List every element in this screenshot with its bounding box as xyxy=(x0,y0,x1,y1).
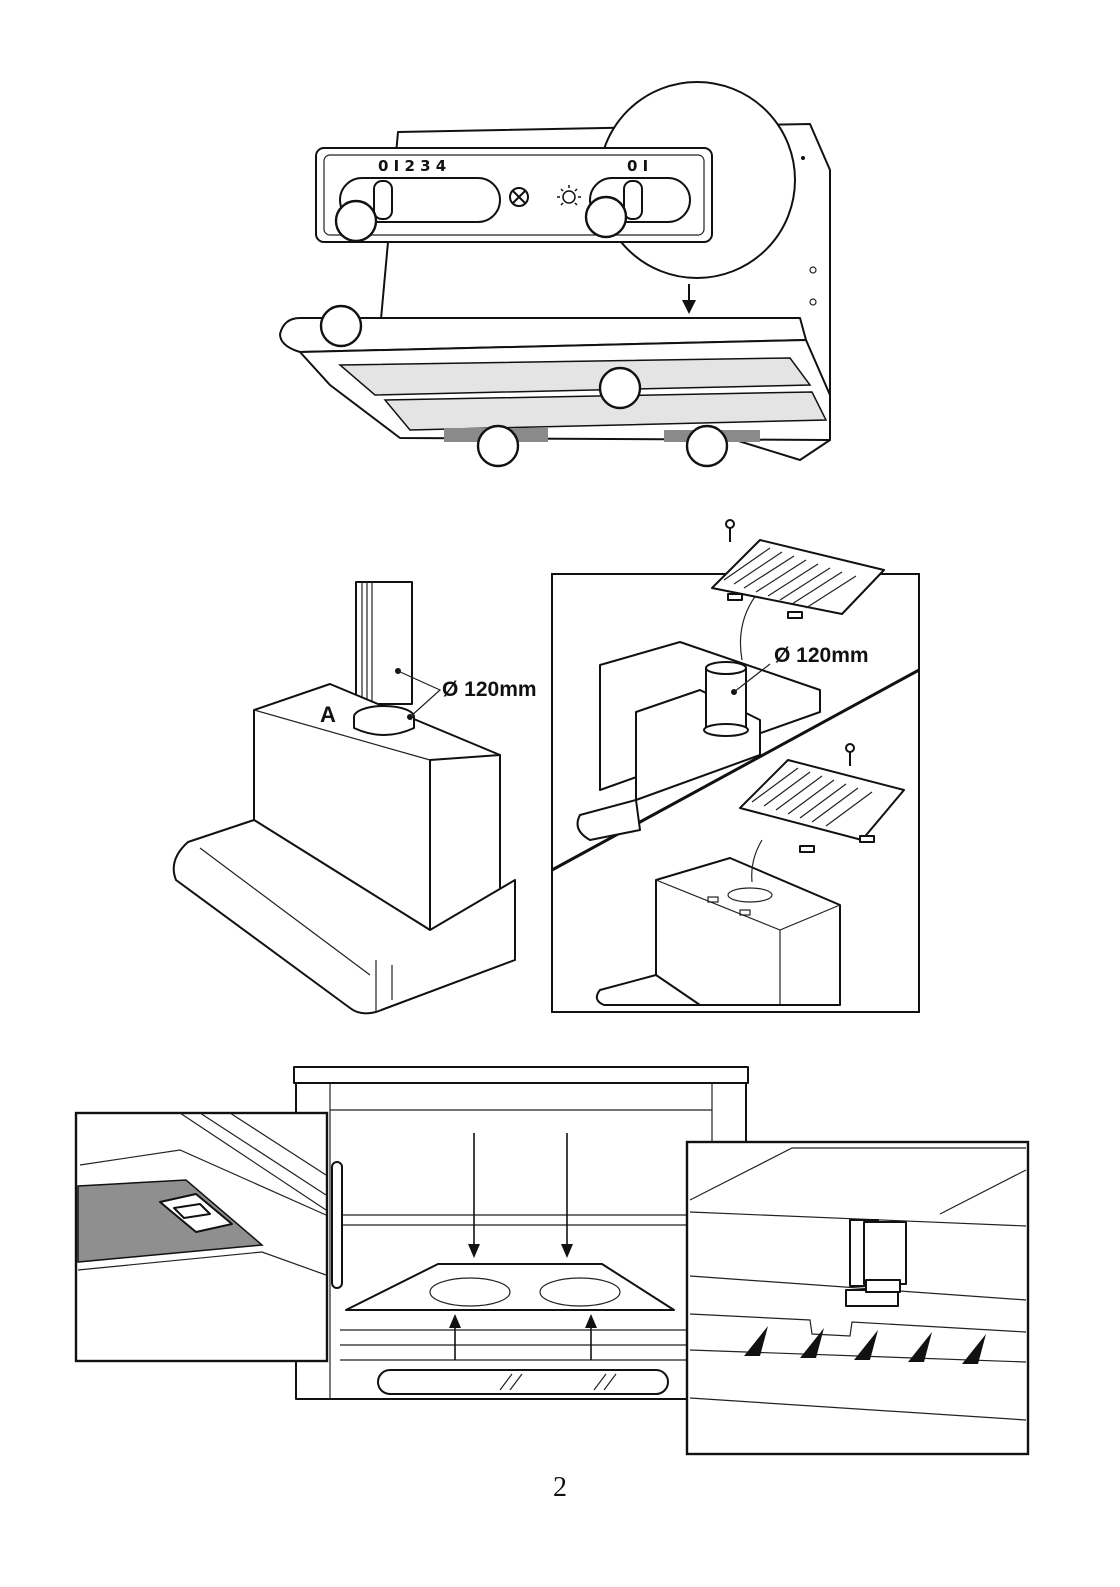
figure-ducted-installation: Ø 120mm A xyxy=(174,582,537,1013)
detail-inset-right xyxy=(687,1142,1028,1454)
figure-hood-controls: 0 I 2 3 4 0 I xyxy=(280,82,830,466)
figure-cabinet-view xyxy=(76,1067,1028,1454)
side-handle xyxy=(332,1162,342,1288)
cabinet-frame xyxy=(296,1067,746,1399)
page-number: 2 xyxy=(0,1472,1120,1504)
screw xyxy=(801,156,805,160)
fan-slider-knob xyxy=(374,181,392,219)
callout-circle xyxy=(321,306,361,346)
figure-recirculation: Ø 120mm xyxy=(552,520,919,1012)
label-a: A xyxy=(320,702,336,727)
callout-circle xyxy=(478,426,518,466)
light-lens xyxy=(378,1370,668,1394)
cabinet-top xyxy=(294,1067,748,1083)
exhaust-duct xyxy=(356,582,412,704)
callout-circle xyxy=(687,426,727,466)
recirc-diameter-label: Ø 120mm xyxy=(774,644,869,667)
light-switch-scale: 0 I xyxy=(627,157,648,175)
detail-inset-left xyxy=(76,1113,327,1361)
duct-diameter-label: Ø 120mm xyxy=(442,678,537,701)
fan-speed-scale: 0 I 2 3 4 xyxy=(378,157,446,175)
callout-circle xyxy=(586,197,626,237)
callout-circle xyxy=(600,368,640,408)
callout-circle xyxy=(336,201,376,241)
recirc-duct xyxy=(706,668,746,730)
fan-icon xyxy=(510,188,528,206)
